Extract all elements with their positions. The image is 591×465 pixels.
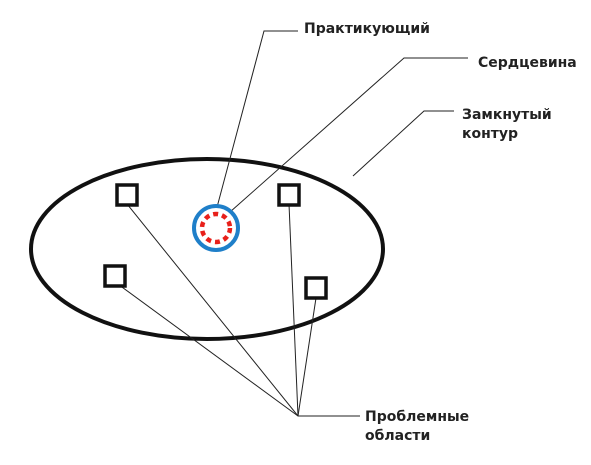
label-closed-loop-line2: контур (462, 126, 519, 142)
problem-area-square (115, 183, 139, 207)
leader-line-practitioner (215, 30, 298, 212)
problem-area-square (103, 264, 127, 288)
label-problem-areas: Проблемные области (365, 408, 469, 446)
label-practitioner: Практикующий (304, 20, 430, 39)
core-dashed-circle (199, 211, 233, 245)
label-closed-loop: Замкнутый контур (462, 106, 552, 144)
problem-area-square (304, 276, 328, 300)
label-core-text: Сердцевина (478, 55, 577, 71)
label-core: Сердцевина (478, 54, 577, 73)
leader-line-core (229, 57, 468, 213)
leader-line-problem-4 (297, 297, 317, 417)
leader-line-problem-2 (114, 281, 299, 417)
leader-line-closed-loop (352, 110, 454, 177)
leader-line-problem-3 (288, 203, 299, 417)
leader-line-problem-1 (126, 203, 360, 417)
closed-loop-ellipse (29, 157, 385, 341)
label-closed-loop-line1: Замкнутый (462, 107, 552, 123)
label-problem-areas-line2: области (365, 428, 431, 444)
problem-area-square (277, 183, 301, 207)
label-practitioner-text: Практикующий (304, 21, 430, 37)
label-problem-areas-line1: Проблемные (365, 409, 470, 425)
